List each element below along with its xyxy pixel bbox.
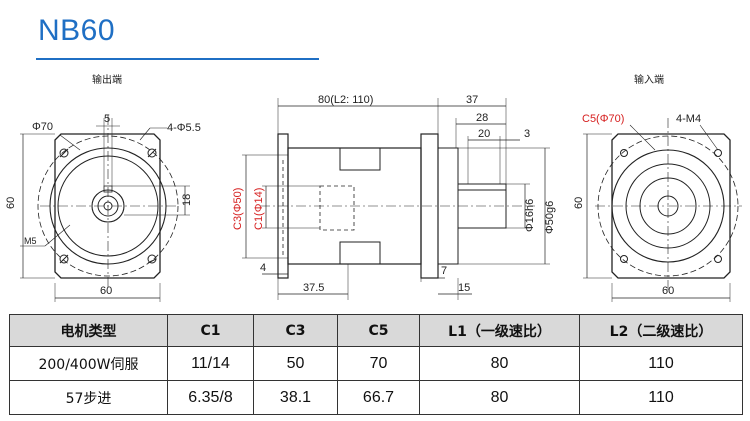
dim-side-4: 4	[260, 262, 266, 274]
dim-side-7: 7	[441, 265, 447, 277]
technical-drawing: 输出端 Φ70	[5, 73, 742, 302]
dim-output-phi70: Φ70	[32, 121, 53, 133]
dim-input-holes: 4-M4	[676, 113, 701, 125]
cell-c3: 50	[253, 346, 338, 381]
dim-input-height-60: 60	[573, 197, 585, 209]
dim-side-37-5: 37.5	[303, 282, 324, 294]
header-l1: L1（一级速比）	[419, 314, 580, 347]
side-view: 80(L2: 110) 37 28 20 3 C3(Φ50) C1(Φ14) Φ…	[232, 94, 556, 300]
input-end-view: 输入端 C5(Φ70) 4-M4 60 60	[573, 73, 742, 302]
dim-output-18: 18	[181, 194, 193, 206]
header-c5: C5	[337, 314, 420, 347]
output-end-view: 输出端 Φ70	[5, 73, 201, 302]
page-title: NB60	[38, 14, 116, 47]
dim-side-15: 15	[458, 282, 470, 294]
dim-side-c3: C3(Φ50)	[232, 188, 244, 230]
cell-c1: 11/14	[167, 346, 254, 381]
cell-l2: 110	[579, 380, 743, 415]
dim-side-3: 3	[524, 128, 530, 140]
cell-l1: 80	[419, 380, 580, 415]
title-underline	[36, 58, 319, 60]
table-row: 200/400W伺服 11/14 50 70 80 110	[9, 346, 743, 381]
header-c3: C3	[253, 314, 338, 347]
cell-motor-type: 57步进	[9, 380, 168, 415]
header-c1: C1	[167, 314, 254, 347]
cell-c3: 38.1	[253, 380, 338, 415]
input-end-label: 输入端	[634, 73, 664, 86]
dim-output-width-60: 60	[100, 285, 112, 297]
cell-l1: 80	[419, 346, 580, 381]
dim-output-key-5: 5	[104, 113, 110, 125]
dim-side-length: 80(L2: 110)	[318, 94, 373, 106]
cell-c1: 6.35/8	[167, 380, 254, 415]
table-header-row: 电机类型 C1 C3 C5 L1（一级速比） L2（二级速比）	[9, 314, 743, 347]
dim-side-phi16: Φ16h6	[524, 199, 536, 232]
dim-side-28: 28	[476, 112, 488, 124]
dim-side-phi50: Φ50g6	[544, 201, 556, 234]
header-l2: L2（二级速比）	[579, 314, 743, 347]
dim-output-m5: M5	[24, 236, 37, 246]
spec-table: 电机类型 C1 C3 C5 L1（一级速比） L2（二级速比） 200/400W…	[9, 314, 743, 415]
output-end-label: 输出端	[92, 73, 122, 86]
cell-l2: 110	[579, 346, 743, 381]
cell-c5: 66.7	[337, 380, 420, 415]
dim-side-c1: C1(Φ14)	[253, 188, 265, 230]
cell-c5: 70	[337, 346, 420, 381]
table-row: 57步进 6.35/8 38.1 66.7 80 110	[9, 380, 743, 415]
header-motor-type: 电机类型	[9, 314, 168, 347]
dim-side-37: 37	[466, 94, 478, 106]
cell-motor-type: 200/400W伺服	[9, 346, 168, 381]
dim-output-height-60: 60	[5, 197, 17, 209]
dim-input-c5: C5(Φ70)	[582, 113, 624, 125]
dim-output-holes: 4-Φ5.5	[167, 122, 201, 134]
dim-input-width-60: 60	[662, 285, 674, 297]
dim-side-20: 20	[478, 128, 490, 140]
